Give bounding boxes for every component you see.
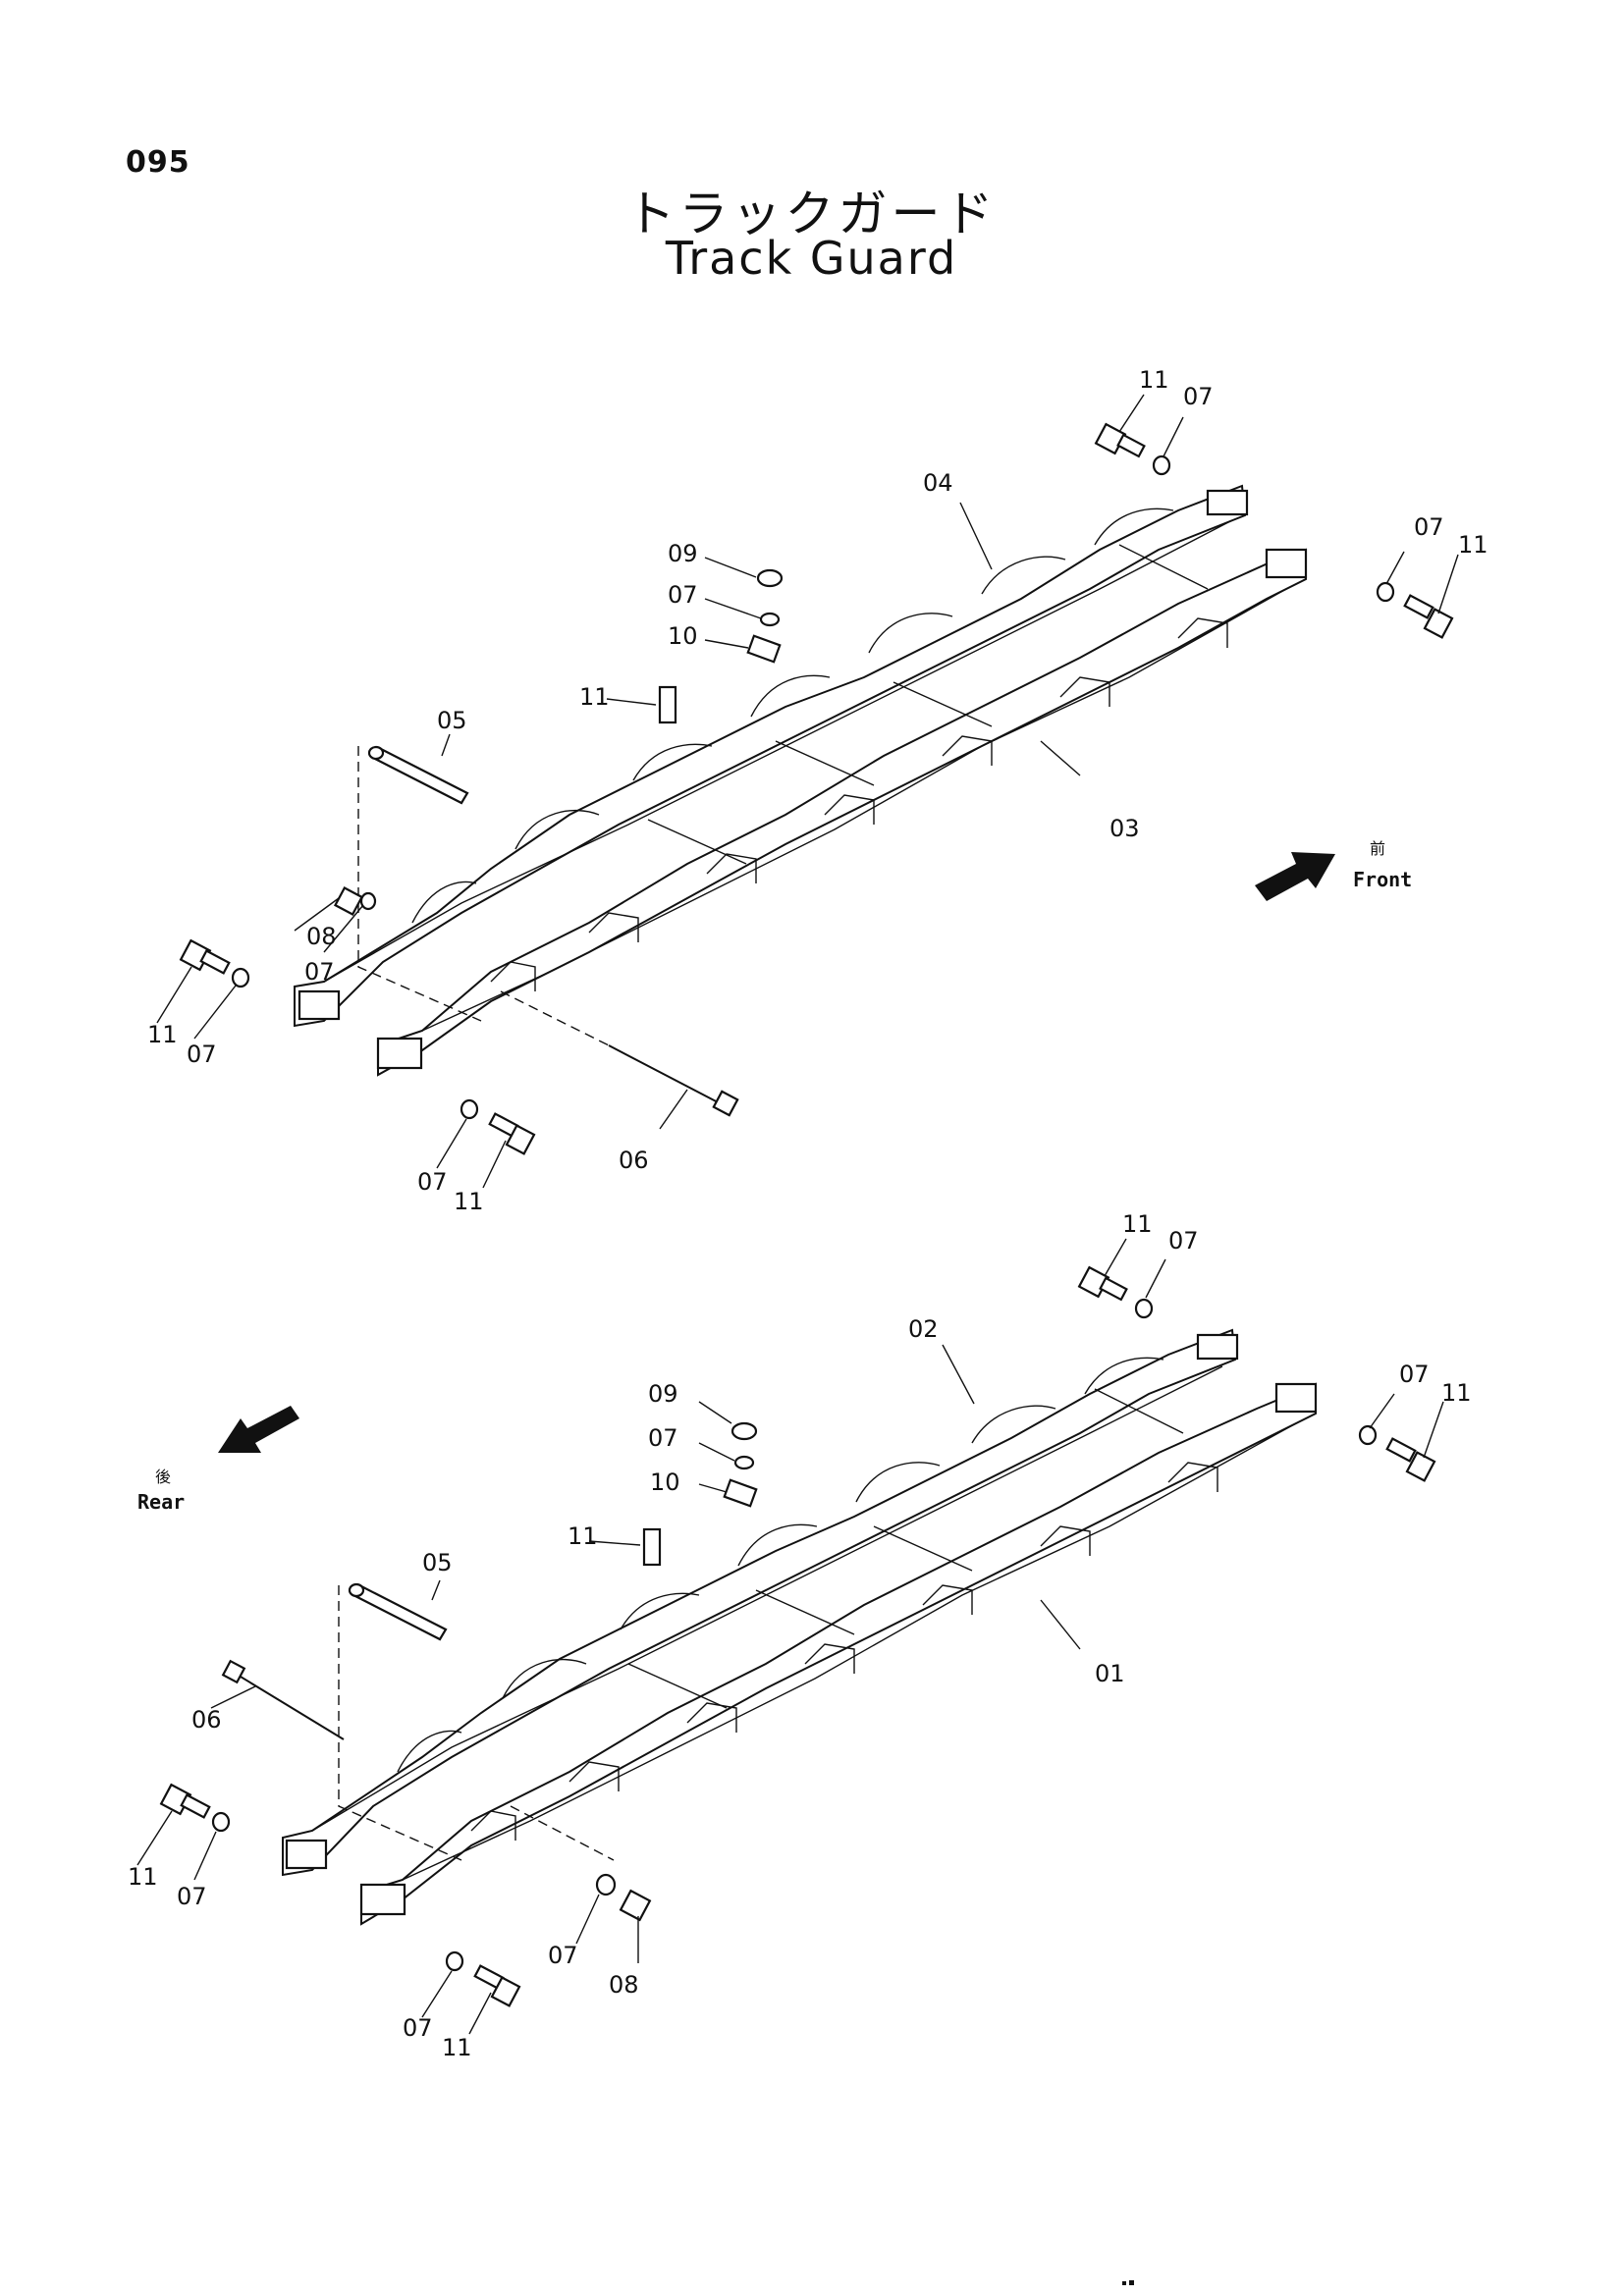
bottom-callout-07: 07 [648,1424,678,1452]
top-callout-11: 11 [147,1021,178,1048]
front-arrow-icon [1255,852,1335,901]
front-label-jp: 前 [1370,839,1385,858]
bottom-callout-07: 07 [403,2014,433,2042]
bottom-callout-11: 11 [568,1522,598,1550]
top-callout-07: 07 [304,958,335,986]
top-callout-07: 07 [668,581,698,609]
spacer-pipe-05-bottom [352,1583,448,1641]
bottom-callout-09: 09 [648,1380,678,1408]
top-callout-11: 11 [454,1188,484,1215]
front-label-en: Front [1353,868,1412,891]
top-callout-11: 11 [579,683,610,711]
front-plate-top-lower [1265,548,1308,579]
leader-lines-top [156,394,1459,1189]
rear-plate-bottom-upper [285,1839,328,1870]
front-plate-bottom-lower [1274,1382,1318,1414]
bottom-callout-05: 05 [422,1549,453,1576]
bottom-callout-07: 07 [548,1942,578,1969]
rear-plate-top-upper [298,989,341,1021]
spacer-pipe-05-top [371,746,469,805]
front-plate-top-upper [1206,489,1249,516]
bottom-callout-10: 10 [650,1468,680,1496]
long-bolt-06-top [608,1044,723,1105]
bottom-assembly: 11 07 02 07 11 09 07 10 11 05 01 06 11 07 07 08 07 11 [128,1210,1472,2061]
rear-direction-indicator: 後 Rear [137,1406,299,1514]
top-callout-06: 06 [619,1147,649,1174]
rear-arrow-icon [218,1406,299,1453]
top-callout-07: 07 [1183,383,1214,410]
bottom-callout-02: 02 [908,1315,939,1343]
lower-guard-03 [377,548,1307,1077]
lower-guard-01 [360,1382,1317,1926]
upper-guard-04 [294,484,1247,1028]
top-callout-05: 05 [437,707,467,734]
bottom-callout-11: 11 [442,2034,472,2061]
rear-plate-bottom-lower [359,1883,406,1916]
bottom-callout-07: 07 [1168,1227,1199,1255]
top-callout-08: 08 [306,923,337,950]
rear-label-jp: 後 [155,1468,171,1486]
bottom-callout-11: 11 [1441,1379,1472,1407]
top-callout-04: 04 [923,469,953,497]
part-labels-bottom: 11 07 02 07 11 09 07 10 11 05 01 06 11 07 07 08 07 11 [128,1210,1472,2061]
scan-marks [1122,2280,1134,2285]
bottom-callout-07: 07 [1399,1361,1430,1388]
top-callout-07: 07 [1414,513,1444,541]
leader-lines-bottom [136,1238,1444,2035]
fasteners-top [179,422,1454,1155]
title-english: Track Guard [665,232,958,285]
rear-label-en: Rear [137,1490,185,1514]
fasteners-bottom [159,1265,1436,2007]
top-callout-11: 11 [1139,366,1169,394]
bottom-callout-06: 06 [191,1706,222,1734]
top-callout-03: 03 [1109,815,1140,842]
bottom-callout-08: 08 [609,1971,639,1999]
bottom-callout-11: 11 [128,1863,158,1891]
top-callout-07: 07 [417,1168,448,1196]
bottom-callout-07: 07 [177,1883,207,1910]
rear-plate-top-lower [376,1037,423,1070]
top-callout-10: 10 [668,622,698,650]
front-plate-bottom-upper [1196,1333,1239,1361]
upper-guard-02 [282,1328,1237,1877]
page-number: 095 [126,145,190,180]
bottom-callout-01: 01 [1095,1660,1125,1687]
bottom-callout-11: 11 [1122,1210,1153,1238]
top-callout-07: 07 [187,1041,217,1068]
long-bolt-06-bottom [235,1673,345,1740]
top-callout-09: 09 [668,540,698,567]
top-callout-11: 11 [1458,531,1488,559]
title-japanese: トラックガード [625,186,998,242]
front-direction-indicator: 前 Front [1255,839,1412,901]
